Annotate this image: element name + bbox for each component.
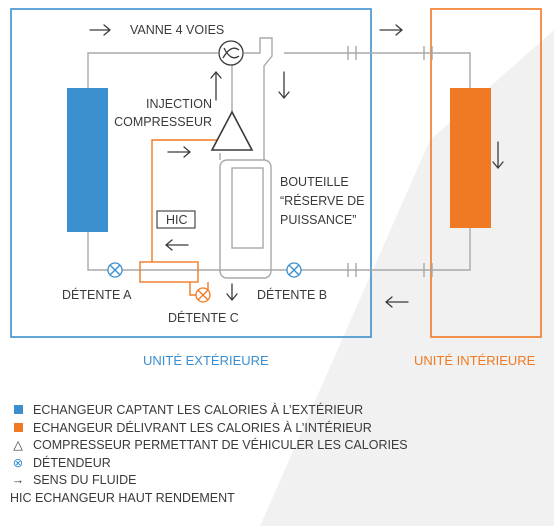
label-detente-a: DÉTENTE A: [62, 287, 132, 302]
legend-item: ECHANGEUR CAPTANT LES CALORIES À L’EXTÉR…: [10, 402, 408, 420]
expansion-valve-c-icon: [195, 287, 211, 303]
arrow-right-icon: [89, 24, 111, 36]
label-vanne: VANNE 4 VOIES: [130, 23, 224, 37]
legend-item: HIC ECHANGEUR HAUT RENDEMENT: [10, 490, 408, 508]
legend-item: ECHANGEUR DÉLIVRANT LES CALORIES À L’INT…: [10, 420, 408, 438]
outdoor-exchanger: [67, 88, 108, 232]
label-bouteille: BOUTEILLE: [280, 175, 349, 189]
arrow-right-icon: [379, 24, 403, 36]
legend-text: ECHANGEUR CAPTANT LES CALORIES À L’EXTÉR…: [33, 403, 364, 417]
label-puissance: PUISSANCE”: [280, 213, 356, 227]
arrow-right-icon: [167, 146, 191, 158]
blue-square-icon: [10, 402, 26, 420]
label-injection: INJECTION: [146, 97, 212, 111]
orange-square-icon: [10, 420, 26, 438]
legend-item: △ COMPRESSEUR PERMETTANT DE VÉHICULER LE…: [10, 437, 408, 455]
expansion-valve-a-icon: [107, 262, 123, 278]
label-unite-interieure: UNITÉ INTÉRIEURE: [414, 353, 536, 368]
legend-item: → SENS DU FLUIDE: [10, 472, 408, 490]
legend-text: ECHANGEUR DÉLIVRANT LES CALORIES À L’INT…: [33, 420, 372, 435]
arrow-down-icon: [278, 71, 290, 99]
expansion-valve-icon: ⊗: [12, 455, 24, 470]
label-detente-c: DÉTENTE C: [168, 310, 239, 325]
triangle-icon: △: [13, 438, 23, 453]
arrow-left-icon: [385, 296, 409, 308]
outdoor-unit-frame: [10, 8, 372, 338]
arrow-left-icon: [165, 239, 189, 251]
label-detente-b: DÉTENTE B: [257, 287, 327, 302]
legend-text: COMPRESSEUR PERMETTANT DE VÉHICULER LES …: [33, 438, 408, 453]
arrow-down-icon: [492, 141, 504, 169]
legend: ECHANGEUR CAPTANT LES CALORIES À L’EXTÉR…: [10, 402, 408, 508]
arrow-down-icon: [226, 283, 238, 301]
label-unite-exterieure: UNITÉ EXTÉRIEURE: [143, 353, 269, 368]
expansion-valve-b-icon: [286, 262, 302, 278]
legend-text: SENS DU FLUIDE: [33, 473, 137, 488]
hic-box: [156, 210, 196, 229]
legend-item: ⊗ DÉTENDEUR: [10, 455, 408, 473]
legend-text: DÉTENDEUR: [33, 455, 111, 470]
label-reserve: “RÉSERVE DE: [280, 193, 365, 208]
indoor-unit-frame: [430, 8, 542, 338]
indoor-exchanger: [450, 88, 491, 228]
legend-text: HIC ECHANGEUR HAUT RENDEMENT: [10, 490, 235, 505]
arrow-right-icon: →: [11, 473, 25, 488]
four-way-valve-icon: [218, 40, 244, 66]
label-compresseur: COMPRESSEUR: [114, 115, 212, 129]
label-hic: HIC: [166, 213, 188, 227]
compressor-icon: [210, 110, 254, 151]
arrow-up-icon: [210, 71, 222, 101]
